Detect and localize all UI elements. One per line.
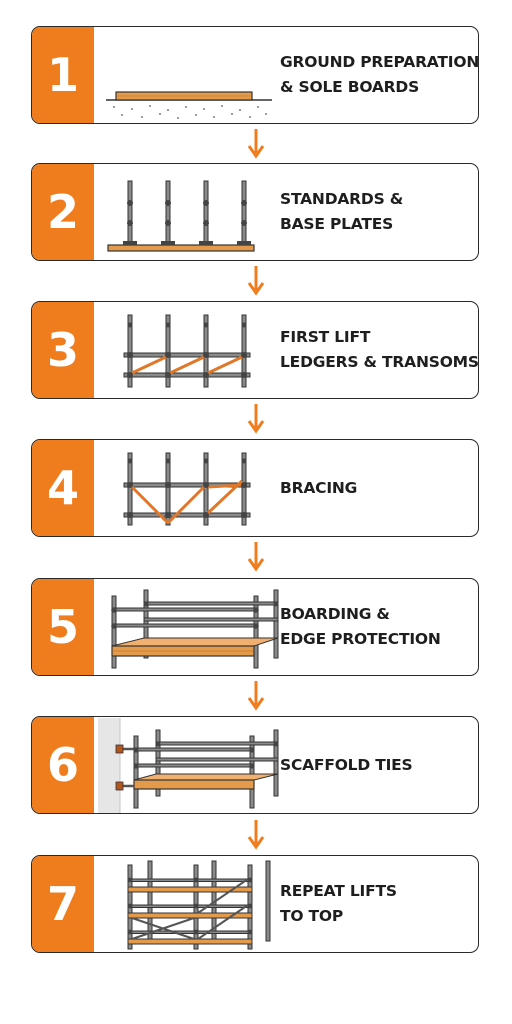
- down-arrow-icon: [247, 820, 265, 850]
- step-title-line: BOARDING &: [280, 605, 390, 623]
- step-title-line: GROUND PREPARATION: [280, 53, 479, 71]
- step-title: SCAFFOLD TIES: [280, 717, 472, 813]
- step-number: 4: [32, 440, 94, 536]
- standards-base-plates-illustration: [107, 180, 255, 252]
- step-title-line: & SOLE BOARDS: [280, 78, 420, 96]
- step-title: REPEAT LIFTS TO TOP: [280, 856, 472, 952]
- step-title-line: LEDGERS & TRANSOMS: [280, 353, 479, 371]
- sole-boards-illustration: [106, 91, 272, 119]
- step-number: 3: [32, 302, 94, 398]
- bracing-illustration: [123, 452, 251, 526]
- step-card-2: 2 STANDARDS & BASE PLATES: [31, 163, 479, 261]
- repeat-lifts-illustration: [127, 860, 271, 950]
- step-number: 6: [32, 717, 94, 813]
- step-title-line: STANDARDS &: [280, 190, 404, 208]
- scaffold-ties-illustration: [98, 718, 279, 813]
- step-card-1: 1 GROUND PREPARATION & SOLE BOARDS: [31, 26, 479, 124]
- step-title-line: SCAFFOLD TIES: [280, 755, 413, 774]
- step-title-line: BASE PLATES: [280, 215, 394, 233]
- step-title: STANDARDS & BASE PLATES: [280, 164, 472, 260]
- step-title: FIRST LIFT LEDGERS & TRANSOMS: [280, 302, 479, 398]
- down-arrow-icon: [247, 404, 265, 434]
- step-card-6: 6 SCAFFOLD TIES: [31, 716, 479, 814]
- step-number: 1: [32, 27, 94, 123]
- step-card-7: 7 REPEAT LIFTS TO TOP: [31, 855, 479, 953]
- down-arrow-icon: [247, 266, 265, 296]
- down-arrow-icon: [247, 129, 265, 159]
- step-title-line: EDGE PROTECTION: [280, 630, 441, 648]
- step-title: BRACING: [280, 440, 472, 536]
- step-title-line: TO TOP: [280, 907, 344, 925]
- first-lift-illustration: [123, 314, 251, 388]
- step-number: 7: [32, 856, 94, 952]
- step-card-4: 4 BRACING: [31, 439, 479, 537]
- step-number: 5: [32, 579, 94, 675]
- down-arrow-icon: [247, 542, 265, 572]
- boarding-edge-protection-illustration: [111, 589, 279, 669]
- step-title-line: BRACING: [280, 478, 358, 497]
- down-arrow-icon: [247, 681, 265, 711]
- step-number: 2: [32, 164, 94, 260]
- step-title-line: REPEAT LIFTS: [280, 882, 397, 900]
- step-title: BOARDING & EDGE PROTECTION: [280, 579, 472, 675]
- step-card-5: 5 BOARDING & EDGE PROTECTION: [31, 578, 479, 676]
- step-title-line: FIRST LIFT: [280, 328, 371, 346]
- step-title: GROUND PREPARATION & SOLE BOARDS: [280, 27, 479, 123]
- step-card-3: 3 FIRST LIFT LEDGERS & TRANSOMS: [31, 301, 479, 399]
